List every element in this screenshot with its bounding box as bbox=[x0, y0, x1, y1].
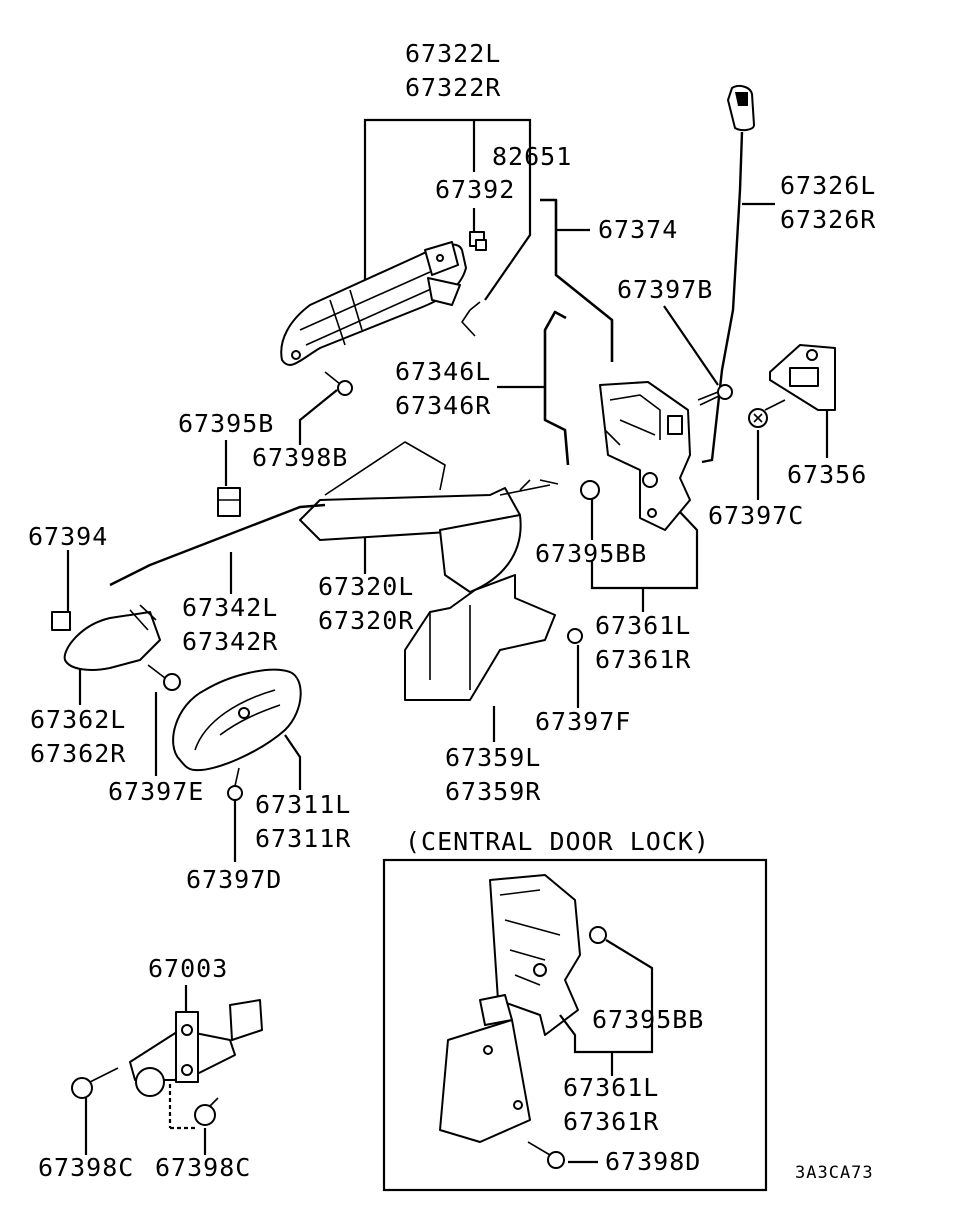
cover-67359 bbox=[404, 574, 556, 701]
label-67322L: 67322L bbox=[405, 39, 501, 68]
label-67311L: 67311L bbox=[255, 790, 351, 819]
label-67342R: 67342R bbox=[182, 627, 278, 656]
label-67326L: 67326L bbox=[780, 171, 876, 200]
label-67395BB: 67395BB bbox=[535, 539, 647, 568]
clip-67397F bbox=[567, 628, 583, 644]
label-67398C-b: 67398C bbox=[155, 1153, 251, 1182]
label-inset-67361R: 67361R bbox=[563, 1107, 659, 1136]
part-labels: 67322L 67322R 82651 67392 67374 67326L 6… bbox=[28, 39, 876, 1183]
label-67392: 67392 bbox=[435, 175, 515, 204]
label-67003: 67003 bbox=[148, 954, 228, 983]
label-67346R: 67346R bbox=[395, 391, 491, 420]
leader-lines bbox=[66, 118, 829, 1155]
door-check-67003 bbox=[129, 999, 263, 1097]
remote-lever-67320 bbox=[299, 441, 559, 593]
clip-82651 bbox=[461, 301, 481, 337]
label-67398C-a: 67398C bbox=[38, 1153, 134, 1182]
label-67397D: 67397D bbox=[186, 865, 282, 894]
label-67361L: 67361L bbox=[595, 611, 691, 640]
label-67320R: 67320R bbox=[318, 606, 414, 635]
lock-rod-67326 bbox=[701, 85, 755, 464]
label-67342L: 67342L bbox=[182, 593, 278, 622]
inside-handle-frame-67362 bbox=[63, 604, 161, 671]
label-67359L: 67359L bbox=[445, 743, 541, 772]
label-inset-67361L: 67361L bbox=[563, 1073, 659, 1102]
rod-67342 bbox=[109, 503, 326, 587]
central-door-lock-inset bbox=[382, 858, 768, 1192]
label-67326R: 67326R bbox=[780, 205, 876, 234]
label-67320L: 67320L bbox=[318, 572, 414, 601]
label-inset-67398D: 67398D bbox=[605, 1147, 701, 1176]
inset-title: (CENTRAL DOOR LOCK) bbox=[405, 827, 710, 856]
clip-67395B bbox=[217, 487, 241, 517]
label-67395B: 67395B bbox=[178, 409, 274, 438]
label-67361R: 67361R bbox=[595, 645, 691, 674]
rod-67374 bbox=[540, 198, 614, 362]
label-67394: 67394 bbox=[28, 522, 108, 551]
label-67397B: 67397B bbox=[617, 275, 713, 304]
label-67397C: 67397C bbox=[708, 501, 804, 530]
label-67356: 67356 bbox=[787, 460, 867, 489]
screw-67397D bbox=[227, 767, 243, 801]
outside-handle bbox=[280, 241, 467, 366]
clip-67392 bbox=[469, 231, 487, 251]
bolt-67398C-b bbox=[194, 1097, 219, 1126]
label-67362L: 67362L bbox=[30, 705, 126, 734]
clip-67394 bbox=[51, 611, 71, 631]
striker-67356 bbox=[769, 344, 836, 411]
screw-67397B bbox=[697, 384, 733, 406]
rod-67346 bbox=[543, 310, 570, 466]
bolt-67398C-a bbox=[71, 1067, 119, 1099]
screw-67397E bbox=[147, 664, 181, 691]
label-67362R: 67362R bbox=[30, 739, 126, 768]
bolt-67398B bbox=[324, 371, 353, 396]
label-67397E: 67397E bbox=[108, 777, 204, 806]
label-67311R: 67311R bbox=[255, 824, 351, 853]
label-82651: 82651 bbox=[492, 142, 572, 171]
label-inset-67395BB: 67395BB bbox=[592, 1005, 704, 1034]
label-67398B: 67398B bbox=[252, 443, 348, 472]
label-67374: 67374 bbox=[598, 215, 678, 244]
inside-handle-bezel-67311 bbox=[172, 668, 302, 772]
label-67359R: 67359R bbox=[445, 777, 541, 806]
label-67346L: 67346L bbox=[395, 357, 491, 386]
label-67397F: 67397F bbox=[535, 707, 631, 736]
label-67322R: 67322R bbox=[405, 73, 501, 102]
screw-67397C bbox=[748, 399, 786, 428]
door-latch-67361 bbox=[580, 381, 691, 531]
figure-code: 3A3CA73 bbox=[795, 1163, 874, 1183]
